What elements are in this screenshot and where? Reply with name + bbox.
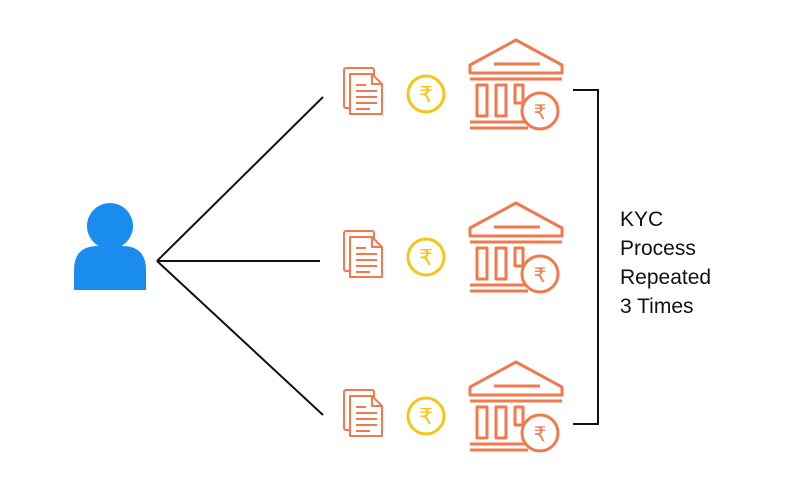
caption-line: KYC (620, 208, 664, 231)
caption-line: Process (620, 237, 696, 260)
kyc-caption: KYC Process Repeated 3 Times (620, 205, 790, 321)
connector-line-bottom (156, 260, 324, 416)
bank-icon: ₹ (468, 201, 564, 294)
rupee-symbol: ₹ (534, 100, 547, 124)
document-icon (343, 389, 383, 437)
rupee-symbol: ₹ (419, 405, 433, 430)
row-3: ₹ ₹ (343, 360, 564, 453)
rupee-symbol: ₹ (534, 422, 547, 446)
rupee-coin-icon: ₹ (406, 237, 446, 277)
row-2: ₹ ₹ (343, 201, 564, 294)
connector-line-top (156, 96, 324, 262)
row-1: ₹ ₹ (343, 38, 564, 131)
rupee-symbol: ₹ (534, 263, 547, 287)
rupee-symbol: ₹ (419, 83, 433, 108)
connector-lines (156, 96, 324, 416)
bank-icon: ₹ (468, 360, 564, 453)
document-icon (343, 230, 383, 278)
bank-icon: ₹ (468, 38, 564, 131)
rupee-symbol: ₹ (419, 246, 433, 271)
user-icon (74, 203, 146, 290)
rupee-coin-icon: ₹ (406, 396, 446, 436)
caption-line: 3 Times (620, 295, 694, 318)
caption-line: Repeated (620, 266, 712, 289)
document-icon (343, 67, 383, 115)
bracket (573, 89, 599, 425)
rupee-coin-icon: ₹ (406, 74, 446, 114)
